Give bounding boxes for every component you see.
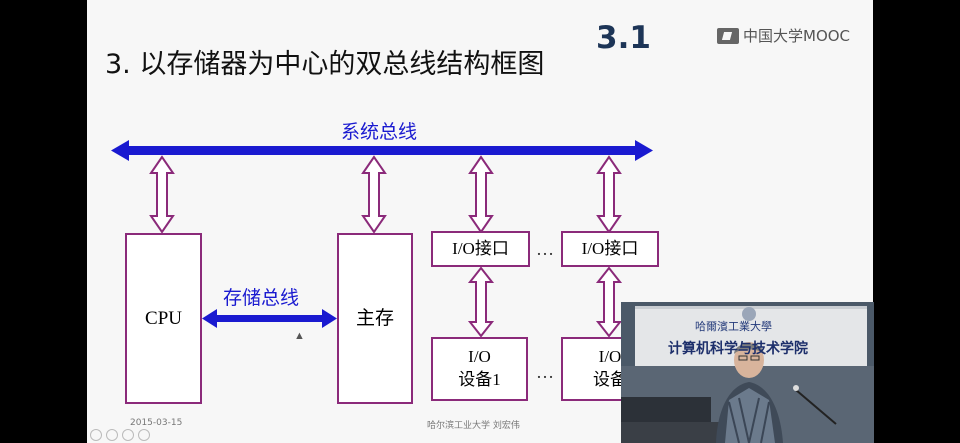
pen-icon[interactable] — [122, 429, 134, 441]
mooc-watermark-text: 中国大学MOOC — [743, 27, 851, 45]
io-interface-box-1: I/O接口 — [431, 231, 530, 267]
memory-bus-connector — [361, 155, 387, 234]
memory-bus-arrow — [202, 309, 337, 328]
slide: 3. 以存储器为中心的双总线结构框图 3.1 中国大学MOOC 系统总线 存储 — [87, 0, 873, 443]
chapter-number: 3.1 — [596, 20, 651, 56]
io-device2-connector — [595, 266, 623, 338]
webcam-overlay: 哈爾濱工業大學 计算机科学与技术学院 — [621, 302, 874, 443]
slide-controls[interactable] — [90, 429, 150, 441]
io-device1-connector — [467, 266, 495, 338]
io-device-box-1: I/O 设备1 — [431, 337, 528, 401]
mooc-watermark: 中国大学MOOC — [717, 25, 850, 46]
webcam-sign-line2: 计算机科学与技术学院 — [668, 341, 808, 357]
prev-slide-icon[interactable] — [90, 429, 102, 441]
mooc-logo-icon — [717, 27, 739, 44]
cpu-box: CPU — [125, 233, 202, 404]
system-bus-label: 系统总线 — [341, 121, 418, 143]
slide-title: 3. 以存储器为中心的双总线结构框图 — [105, 49, 545, 80]
device-ellipsis: … — [536, 362, 554, 382]
cpu-bus-connector — [149, 155, 175, 234]
memory-bus-label: 存储总线 — [223, 287, 300, 309]
system-bus-arrow — [111, 140, 653, 161]
interface-ellipsis: … — [536, 239, 554, 259]
menu-icon[interactable] — [138, 429, 150, 441]
webcam-sign-line1: 哈爾濱工業大學 — [695, 320, 772, 333]
footer-date: 2015-03-15 — [130, 418, 183, 428]
io-interface2-bus-connector — [596, 155, 622, 234]
mouse-cursor-icon: ▲ — [294, 330, 305, 342]
next-slide-icon[interactable] — [106, 429, 118, 441]
webcam-scene — [621, 302, 874, 443]
io-interface-box-2: I/O接口 — [561, 231, 659, 267]
io-interface1-bus-connector — [468, 155, 494, 234]
footer-author: 哈尔滨工业大学 刘宏伟 — [427, 421, 520, 431]
main-memory-box: 主存 — [337, 233, 413, 404]
